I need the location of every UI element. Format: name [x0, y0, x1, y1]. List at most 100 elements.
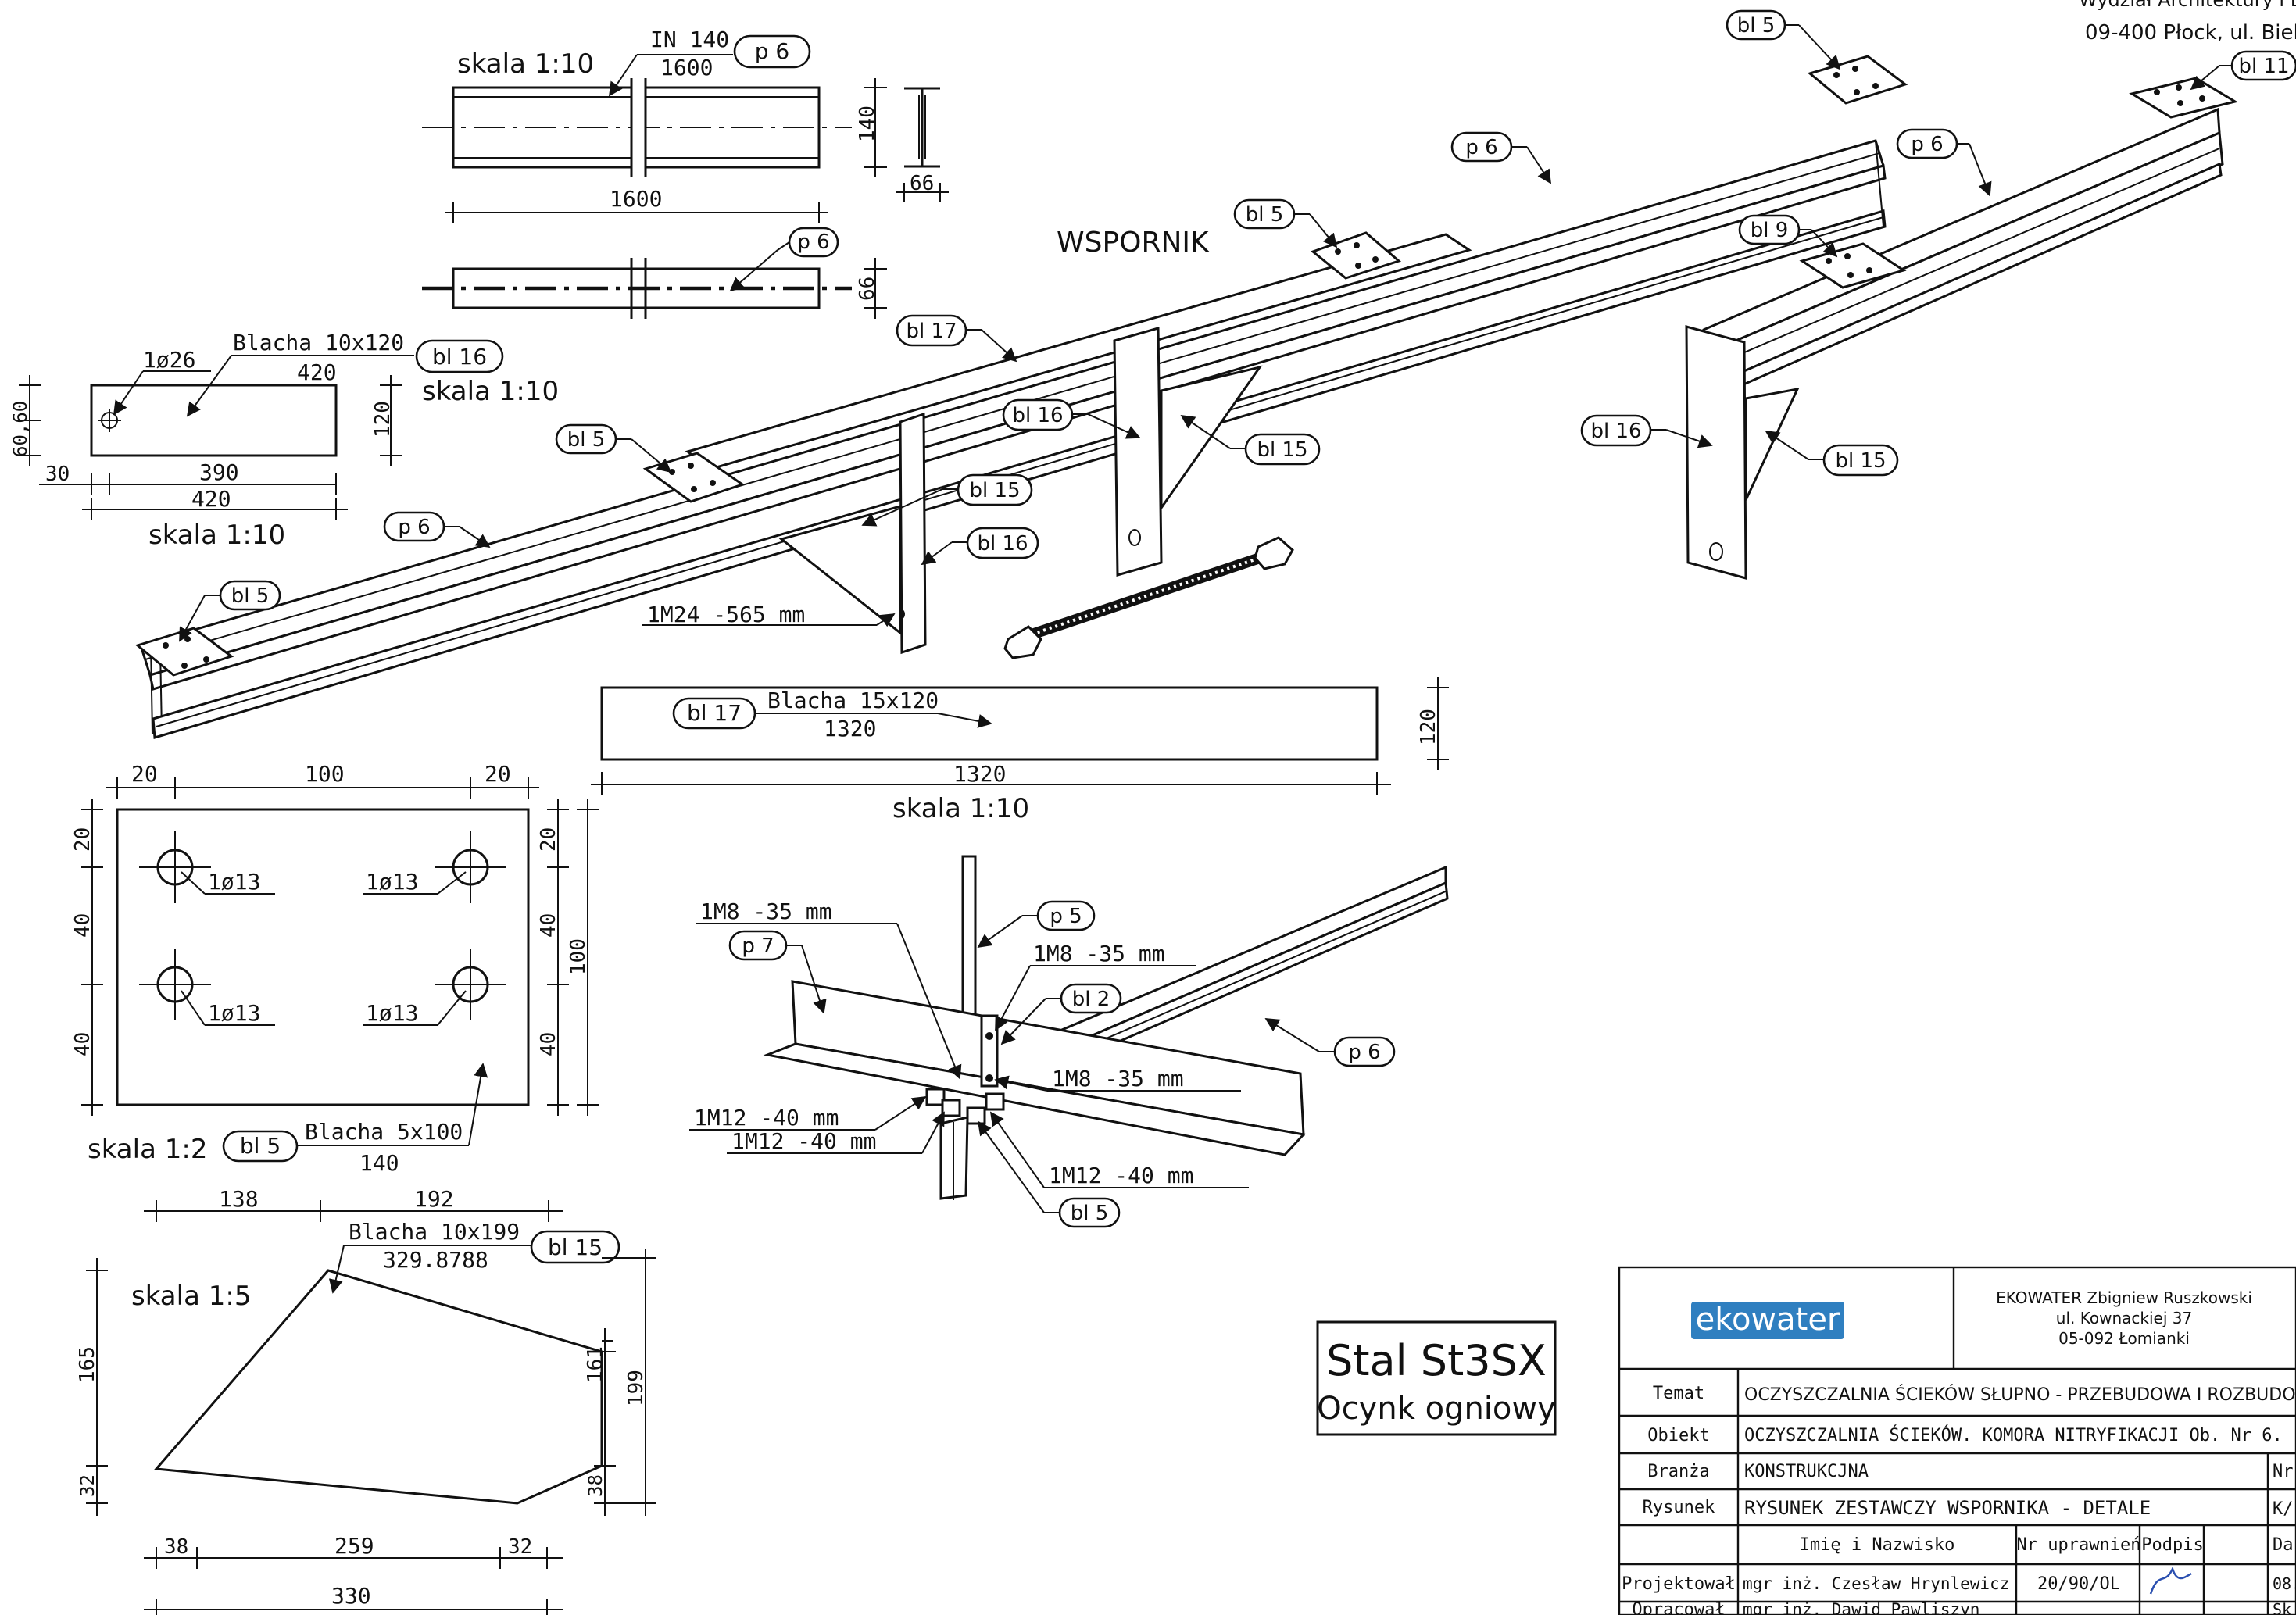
bubble-p6-a-text: p 6: [1465, 136, 1497, 159]
plate17-length-dim: 1320: [953, 761, 1006, 787]
stamp-line-1: Wydział Architektury i Budow: [2079, 0, 2296, 11]
plate5-hole-2: 1ø13: [366, 869, 418, 895]
plate-bl16-detail: 1ø26 Blacha 10x120 420 bl 16 skala 1:10 …: [9, 330, 559, 551]
tb-company: EKOWATER Zbigniew Ruszkowski: [1996, 1288, 2252, 1307]
bubble-p6-a: p 6: [1450, 131, 1551, 184]
hole-icon: [435, 949, 506, 1020]
plate5-length: 140: [359, 1150, 399, 1176]
conn-m8-a: 1M8 -35 mm: [700, 899, 832, 924]
beam-plan-width-dim: 66: [856, 277, 879, 301]
bubble-bl5-top-text: bl 5: [1737, 14, 1776, 38]
bubble-bl15-a: bl 15: [1180, 414, 1321, 466]
i-section-icon: [904, 87, 940, 168]
tb-logo: ekowater: [1696, 1302, 1840, 1338]
tb-address-2: 05-092 Łomianki: [2058, 1329, 2190, 1348]
bubble-bl16-plate: [415, 339, 504, 373]
plate15-spec: Blacha 10x199: [349, 1219, 520, 1245]
tb-person-1-name: mgr inż. Dawid Pawliszyn: [1743, 1600, 1979, 1615]
signature-icon: [2149, 1566, 2192, 1595]
plate17-scale: skala 1:10: [892, 793, 1029, 824]
plate16-dim-390: 390: [199, 459, 239, 485]
plate15-left-32: 32: [77, 1474, 98, 1497]
plate-bl16: [90, 384, 338, 457]
bubble-bl5-left: bl 5: [555, 423, 672, 473]
nut-icon: [925, 1088, 1005, 1125]
bubble-p5-text: p 5: [1050, 905, 1082, 928]
bubble-bl15-plate-text: bl 15: [548, 1234, 603, 1260]
plate5-left-40a: 40: [71, 913, 95, 938]
plate5-dim-top-left: 20: [131, 761, 158, 787]
bracket-assembly: WSPORNIK: [134, 9, 2296, 739]
plate5-right-40a: 40: [537, 913, 560, 938]
bubble-p6-left-text: p 6: [398, 516, 430, 539]
bubble-bl16-b: bl 16: [921, 527, 1039, 566]
plate5-hole-3: 1ø13: [208, 1000, 260, 1026]
plate15-bottom-259: 259: [334, 1533, 374, 1559]
beam-scale-label: skala 1:10: [457, 48, 594, 80]
bubble-bl16-b-text: bl 16: [977, 532, 1028, 556]
plate5-right-20: 20: [537, 827, 560, 852]
bubble-p6-plan-text: p 6: [797, 230, 829, 254]
bubble-bl11-text: bl 11: [2238, 55, 2289, 78]
plate-bl5-detail: 1ø13 1ø13 1ø13 1ø13 20 100 20 20 40 40 2…: [71, 761, 599, 1176]
plate16-dim-420: 420: [191, 486, 231, 512]
plate17-spec: Blacha 15x120: [767, 688, 939, 713]
hole-icon: [435, 831, 506, 903]
material-note: Stal St3SX Ocynk ogniowy: [1316, 1320, 1557, 1436]
tb-row-2-extra: Nr: [2273, 1462, 2294, 1481]
bubble-bl5-top: bl 5: [1726, 9, 1841, 70]
bubble-p6-conn-text: p 6: [1348, 1041, 1380, 1064]
tb-row-1-label: Obiekt: [1647, 1426, 1709, 1445]
tb-person-0-license: 20/90/OL: [2037, 1574, 2120, 1594]
plate16-scale-bottom: skala 1:10: [148, 520, 285, 551]
assembly-title: WSPORNIK: [1057, 227, 1210, 259]
tb-header-sign: Podpis: [2141, 1535, 2203, 1555]
beam-profile-label: IN 140: [650, 27, 729, 52]
conn-m8-c: 1M8 -35 mm: [1052, 1066, 1184, 1092]
plate5-scale: skala 1:2: [88, 1134, 207, 1165]
plate16-hole-label: 1ø26: [143, 347, 195, 373]
beam-length-label: 1600: [660, 55, 713, 80]
plate-bl16-iso-c: [1685, 325, 1747, 580]
gusset-bl15-iso-a: [778, 505, 902, 636]
tb-row-2-value: KONSTRUKCJNA: [1744, 1462, 1869, 1481]
plate-bl11-iso: [2129, 77, 2238, 119]
bubble-bl16-c: bl 16: [1580, 414, 1713, 448]
conn-m12-c: 1M12 -40 mm: [1049, 1163, 1193, 1188]
plate16-length-top: 420: [297, 359, 337, 385]
bubble-p6-beam-text: p 6: [755, 38, 790, 64]
connection-detail: 1M8 -35 mm p 7 p 5 1M8 -35 mm bl 2 1M8 -…: [689, 855, 1449, 1228]
plate5-left-40b: 40: [71, 1032, 95, 1056]
tb-header-license: Nr uprawnień: [2017, 1535, 2141, 1555]
beam-flange-dim: 66: [910, 172, 934, 195]
bubble-p6-b-text: p 6: [1911, 133, 1943, 156]
plate-bl5-top-iso: [1807, 55, 1908, 105]
bolt-m24-label: 1M24 -565 mm: [647, 602, 805, 627]
gusset-bl15-iso-b: [1160, 365, 1263, 512]
clamp-bl2: [980, 1014, 999, 1088]
plate15-length: 329.8788: [383, 1247, 488, 1273]
logo-icon: [1691, 1302, 1844, 1339]
conn-m12-b: 1M12 -40 mm: [731, 1128, 876, 1154]
bubble-bl5-end-text: bl 5: [231, 584, 270, 608]
bubble-bl2-text: bl 2: [1072, 988, 1110, 1011]
tb-address-1: ul. Kownackiej 37: [2056, 1309, 2192, 1327]
bubble-p6-beam: [733, 34, 811, 69]
bubble-bl15-b-text: bl 15: [969, 479, 1020, 502]
bubble-bl5-left-text: bl 5: [567, 428, 606, 452]
bubble-bl9: bl 9: [1738, 214, 1838, 258]
bubble-bl15-c-text: bl 15: [1835, 449, 1886, 473]
plate17-length: 1320: [824, 716, 876, 741]
bubble-bl9-text: bl 9: [1751, 219, 1789, 242]
tb-person-0-name: mgr inż. Czesław Hrynlewicz: [1743, 1574, 2009, 1593]
plate16-dim-30: 30: [45, 463, 70, 486]
plate16-scale-right: skala 1:10: [422, 376, 559, 407]
tb-row-2-label: Branża: [1647, 1462, 1709, 1481]
plate5-spec: Blacha 5x100: [305, 1119, 463, 1145]
plate5-left-20: 20: [71, 827, 95, 852]
plate15-bottom-330: 330: [331, 1583, 371, 1609]
bubble-bl5-end: bl 5: [179, 580, 281, 642]
bubble-bl15-a-text: bl 15: [1257, 438, 1307, 462]
bubble-bl5-mid: bl 5: [1233, 198, 1338, 248]
